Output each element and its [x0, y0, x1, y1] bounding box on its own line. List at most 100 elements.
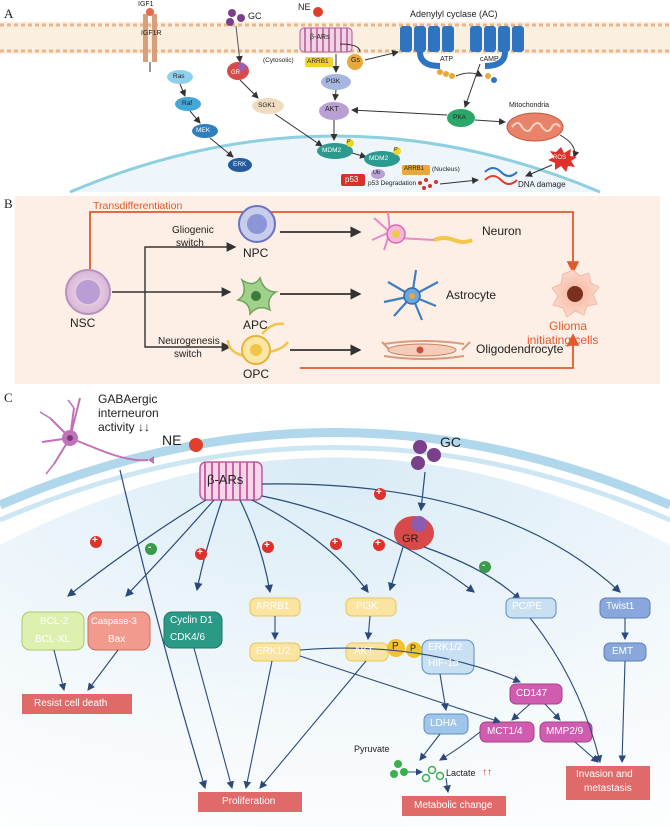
cytosolic-label: (Cytosolic) — [263, 57, 294, 64]
akt-p-label: P — [392, 641, 399, 652]
panel-c — [0, 397, 670, 827]
panel-a — [0, 7, 670, 194]
p-label-2: P — [394, 147, 398, 153]
p-label-1: P — [347, 139, 351, 145]
sign-badges — [90, 488, 491, 573]
apc-cell — [235, 276, 279, 317]
igf1r-receptor — [143, 8, 157, 72]
bax-label: Bax — [108, 634, 126, 645]
opc-label: OPC — [243, 367, 270, 381]
panel-a-letter: A — [4, 6, 14, 21]
pka-node — [447, 109, 475, 127]
pi3k-label-c: PI3K — [356, 601, 378, 612]
astrocyte-label: Astrocyte — [446, 288, 497, 302]
gr-node-a — [227, 62, 249, 80]
sign-plus-5: + — [375, 538, 381, 549]
ras-node — [167, 70, 193, 84]
opc-cell — [226, 322, 289, 365]
igf1-label: IGF1 — [138, 1, 154, 8]
beta-ars-label-a: β-ARs — [310, 34, 330, 41]
akt-phospho — [387, 639, 405, 657]
neuron-cell — [371, 211, 473, 251]
transdiff-label: Transdifferentiation — [93, 200, 183, 212]
invasion-label-2: metastasis — [584, 783, 632, 794]
sgk1-node — [252, 98, 284, 114]
p53-label-a: p53 — [345, 175, 359, 184]
apc-label: APC — [243, 318, 268, 332]
camp-label: cAMP — [480, 56, 499, 63]
gc-label-a: GC — [248, 11, 262, 21]
prolif-box — [198, 792, 302, 812]
glioma-label-1: Glioma — [549, 319, 588, 333]
pyruvate-molecules — [390, 760, 408, 778]
nsc-label: NSC — [70, 316, 96, 330]
ne-ligand-a — [313, 7, 323, 17]
adenylyl-cyclase — [400, 26, 524, 69]
gliogenic-switch-label: switch — [176, 238, 204, 249]
erk12b-label: ERK1/2 — [428, 642, 463, 653]
gr-label-c: GR — [402, 533, 419, 545]
gaba-label-2: interneuron — [98, 406, 159, 420]
erk-node — [228, 158, 252, 172]
emt-label: EMT — [612, 646, 634, 657]
p53-node-a — [341, 174, 365, 186]
gc-ligand-c — [411, 440, 441, 470]
pi3k-node-a — [321, 74, 351, 90]
gaba-label-3: activity ↓↓ — [98, 420, 151, 434]
twist1-label: Twist1 — [606, 601, 635, 612]
beta-ars-label-c: β-ARs — [207, 472, 244, 487]
erk-hif-box — [421, 639, 475, 675]
erk-p-label: P — [410, 643, 417, 653]
casp3-label: Caspase-3 — [91, 616, 137, 627]
arrb1-cytosolic — [305, 57, 333, 67]
metab-label: Metabolic change — [414, 800, 493, 811]
phospho-badge-2 — [393, 147, 401, 155]
oligodendrocyte-cell — [381, 340, 471, 360]
resist-label: Resist cell death — [34, 698, 108, 709]
neurogenesis-label: Neurogenesis — [158, 336, 220, 347]
metab-box — [402, 796, 506, 816]
nucleus-label: (Nucleus) — [432, 166, 460, 173]
pka-label: PKA — [453, 114, 467, 121]
raf-label: Raf — [182, 100, 193, 107]
lactate-label: Lactate — [446, 768, 476, 778]
arrb1-nucleus-label: ARRB1 — [404, 166, 425, 172]
sign-plus-2: + — [197, 547, 203, 558]
sign-plus-4: + — [332, 537, 338, 548]
panel-b — [15, 196, 660, 384]
sign-minus-2: - — [482, 560, 486, 571]
erk12-label-c: ERK1/2 — [256, 646, 291, 657]
gc-ligand-a — [226, 9, 245, 26]
pcpe-box — [505, 597, 557, 619]
ub-node — [371, 169, 385, 179]
beta-ars-receptor-c — [199, 461, 263, 501]
akt-label-c: AKT — [354, 646, 374, 657]
hif-label: HIF-1α — [428, 658, 459, 669]
dna-helix-icon — [484, 167, 518, 185]
gaba-label-1: GABAergic — [98, 392, 158, 406]
sign-plus-6: + — [376, 487, 382, 498]
dna-damage-label: DNA damage — [518, 180, 566, 189]
bcl2-box — [21, 611, 85, 651]
pyruvate-label: Pyruvate — [354, 744, 390, 754]
cyclind1-label: Cyclin D1 — [170, 615, 213, 626]
cdk46-label: CDK4/6 — [170, 632, 206, 643]
pi3k-box-c — [345, 597, 397, 617]
akt-node-a — [319, 102, 349, 120]
membrane-c — [0, 428, 670, 510]
sign-plus-3: + — [264, 540, 270, 551]
mmp29-label: MMP2/9 — [546, 726, 584, 737]
ldha-label: LDHA — [430, 718, 457, 729]
mek-label: MEK — [196, 127, 211, 134]
mdm2-node-1 — [317, 143, 353, 159]
panel-b-letter: B — [4, 196, 13, 211]
cyclin-box — [163, 611, 223, 649]
panel-b-background — [15, 196, 660, 384]
mek-node — [192, 124, 218, 138]
ros-burst — [548, 147, 577, 172]
ne-label-a: NE — [298, 2, 311, 12]
atp-label: ATP — [440, 56, 454, 63]
lactate-up-arrows: ↑↑ — [482, 767, 492, 778]
casp3-box — [87, 611, 151, 651]
